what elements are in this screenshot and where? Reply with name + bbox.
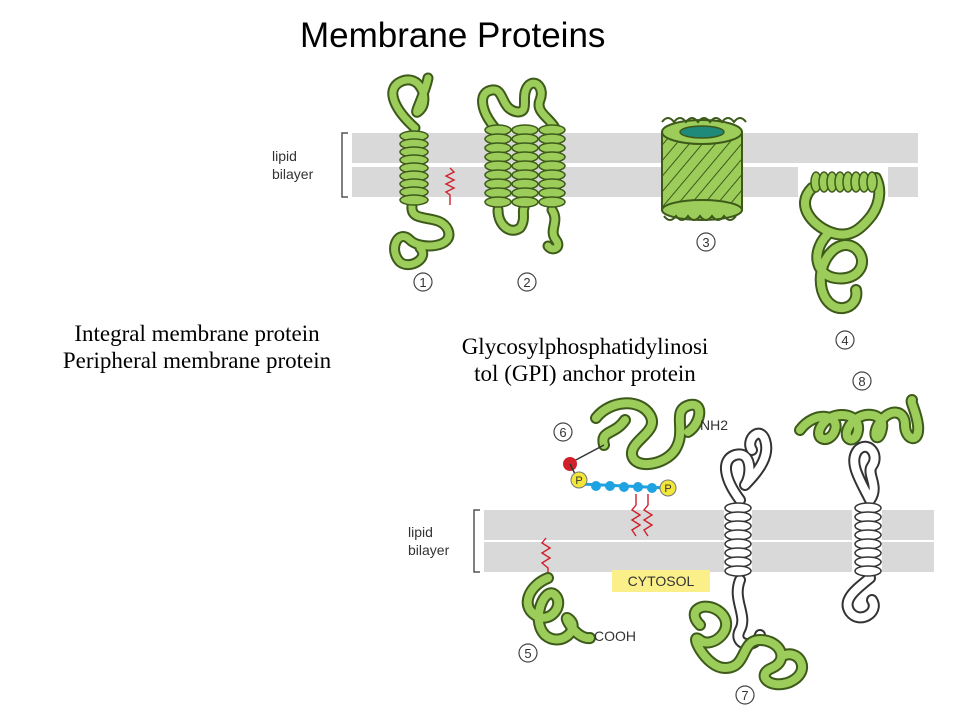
phosphate-right: P	[659, 479, 677, 497]
protein-2-multipass	[477, 77, 564, 255]
bottom-bilayer	[484, 510, 934, 572]
helix-c	[538, 124, 566, 208]
protein-5-lipid-tail	[540, 537, 552, 578]
protein-4-helix	[810, 171, 878, 193]
protein-1-helix	[399, 130, 429, 206]
protein-2-helices	[484, 124, 566, 208]
bottom-bilayer-bracket	[473, 509, 480, 573]
number-3: 3	[702, 235, 709, 250]
number-8: 8	[858, 374, 865, 389]
gpi-linker	[571, 444, 605, 463]
top-bilayer-bracket	[341, 132, 348, 198]
protein-8-integral-white	[841, 440, 881, 624]
protein-8-helix	[854, 502, 882, 577]
bottom-bilayer-label-line1: lipid	[408, 524, 433, 540]
phosphate-left-label: P	[575, 475, 582, 487]
caption-gpi-line2: tol (GPI) anchor protein	[474, 361, 696, 386]
number-8-badge: 8	[852, 371, 872, 391]
nh2-label: NH2	[700, 417, 728, 433]
gpi-lipid-tail-b	[642, 494, 654, 537]
number-7: 7	[741, 688, 748, 703]
number-4-badge: 4	[835, 330, 855, 350]
helix-b	[511, 124, 539, 208]
gpi-sugar-chain	[579, 481, 669, 493]
protein-7-peripheral-green	[688, 600, 808, 691]
protein-7-helix	[724, 502, 752, 577]
protein-4-amphipathic	[799, 172, 886, 315]
top-bilayer-label-line1: lipid	[272, 148, 297, 164]
protein-6-gpi	[590, 397, 706, 470]
protein-3-beta-barrel	[661, 117, 747, 221]
phosphate-right-label: P	[664, 483, 671, 495]
number-7-badge: 7	[735, 685, 755, 705]
slide-title: Membrane Proteins	[300, 16, 606, 55]
number-2: 2	[523, 275, 530, 290]
number-4: 4	[841, 333, 848, 348]
number-1: 1	[419, 275, 426, 290]
number-6: 6	[559, 425, 566, 440]
caption-peripheral: Peripheral membrane protein	[62, 348, 332, 373]
top-bilayer-label-line2: bilayer	[272, 166, 314, 182]
gpi-lipid-tail-a	[630, 494, 642, 537]
number-6-badge: 6	[553, 422, 573, 442]
caption-gpi-line1: Glycosylphosphatidylinosi	[461, 334, 709, 359]
number-5: 5	[524, 646, 531, 661]
number-5-badge: 5	[518, 643, 538, 663]
number-3-badge: 3	[696, 232, 716, 252]
cytosol-label-bg	[612, 570, 710, 592]
helix-a	[484, 124, 512, 208]
protein-8-peripheral-green	[794, 394, 925, 446]
number-1-badge: 1	[413, 272, 433, 292]
bottom-bilayer-label-line2: bilayer	[408, 542, 450, 558]
cooh-label: COOH	[594, 628, 636, 644]
number-2-badge: 2	[517, 272, 537, 292]
caption-integral: Integral membrane protein	[74, 321, 320, 346]
caption-gpi: Glycosylphosphatidylinosi tol (GPI) anch…	[390, 333, 780, 387]
protein-5-lipid-anchored	[521, 572, 596, 646]
cytosol-label: CYTOSOL	[628, 573, 695, 589]
protein-1-lipid-tail	[444, 167, 456, 205]
caption-integral-peripheral: Integral membrane protein Peripheral mem…	[2, 320, 392, 374]
phosphate-left: P	[570, 471, 588, 489]
protein-1-single-pass	[387, 72, 455, 271]
